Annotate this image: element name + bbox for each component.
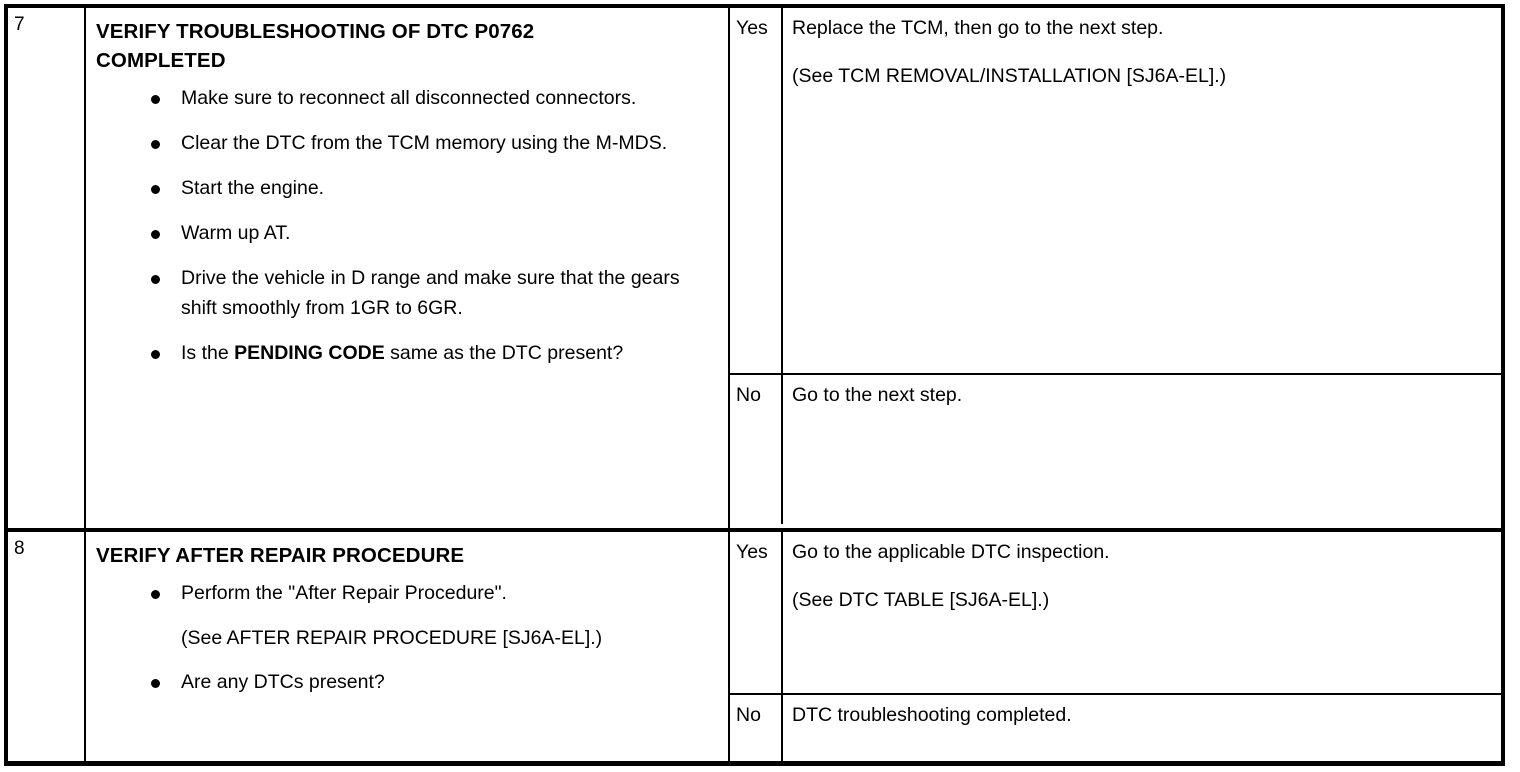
- step-action-cell: VERIFY AFTER REPAIR PROCEDURE Perform th…: [86, 532, 730, 762]
- answer-action: DTC troubleshooting completed.: [783, 695, 1501, 762]
- bullet-text: Make sure to reconnect all disconnected …: [181, 87, 637, 109]
- step-action-cell: VERIFY TROUBLESHOOTING OF DTC P0762 COMP…: [86, 8, 730, 528]
- answer-action-line: Go to the applicable DTC inspection.: [792, 541, 1110, 563]
- list-item: Start the engine.: [96, 173, 718, 203]
- list-item: Make sure to reconnect all disconnected …: [96, 83, 718, 113]
- answer-label: Yes: [730, 532, 783, 693]
- answer-action: Go to the next step.: [783, 375, 1501, 524]
- answer-action: Replace the TCM, then go to the next ste…: [783, 8, 1501, 373]
- troubleshooting-table: 7 VERIFY TROUBLESHOOTING OF DTC P0762 CO…: [4, 4, 1505, 766]
- step-number-cell: 8: [8, 532, 86, 762]
- step-results-cell: Yes Go to the applicable DTC inspection.…: [730, 532, 1501, 762]
- table-row: 7 VERIFY TROUBLESHOOTING OF DTC P0762 CO…: [8, 8, 1501, 528]
- step-bullet-list: Make sure to reconnect all disconnected …: [96, 83, 718, 368]
- result-row-yes: Yes Replace the TCM, then go to the next…: [730, 8, 1501, 373]
- list-item: Is the PENDING CODE same as the DTC pres…: [96, 338, 718, 368]
- list-item: Are any DTCs present?: [96, 667, 718, 697]
- bullet-text: Drive the vehicle in D range and make su…: [181, 267, 680, 319]
- answer-action: Go to the applicable DTC inspection. (Se…: [783, 532, 1501, 693]
- step-bullet-list: Perform the "After Repair Procedure".: [96, 578, 718, 608]
- reference-note: (See AFTER REPAIR PROCEDURE [SJ6A-EL].): [181, 627, 603, 649]
- bullet-text-emphasis: PENDING CODE: [234, 342, 385, 364]
- answer-action-line: Go to the next step.: [792, 384, 963, 406]
- bullet-text-before: Is the: [181, 342, 235, 364]
- step-bullet-list-continued: Are any DTCs present?: [96, 667, 718, 697]
- step-title: VERIFY AFTER REPAIR PROCEDURE: [96, 544, 465, 567]
- list-item: Warm up AT.: [96, 218, 718, 248]
- answer-action-reference: (See TCM REMOVAL/INSTALLATION [SJ6A-EL].…: [792, 65, 1227, 87]
- step-number-cell: 7: [8, 8, 86, 528]
- bullet-text: Perform the "After Repair Procedure".: [181, 582, 507, 604]
- answer-label: No: [730, 375, 783, 524]
- step-number: 8: [14, 538, 25, 559]
- list-item: Drive the vehicle in D range and make su…: [96, 263, 718, 323]
- answer-action-line: DTC troubleshooting completed.: [792, 704, 1072, 726]
- table-row: 8 VERIFY AFTER REPAIR PROCEDURE Perform …: [8, 528, 1501, 762]
- result-row-yes: Yes Go to the applicable DTC inspection.…: [730, 532, 1501, 693]
- result-row-no: No Go to the next step.: [730, 373, 1501, 524]
- answer-action-line: Replace the TCM, then go to the next ste…: [792, 17, 1164, 39]
- list-item: Clear the DTC from the TCM memory using …: [96, 128, 718, 158]
- step-number: 7: [14, 14, 25, 35]
- step-title: VERIFY TROUBLESHOOTING OF DTC P0762 COMP…: [96, 20, 535, 72]
- bullet-text: Start the engine.: [181, 177, 325, 199]
- bullet-text: Clear the DTC from the TCM memory using …: [181, 132, 668, 154]
- answer-action-reference: (See DTC TABLE [SJ6A-EL].): [792, 589, 1050, 611]
- answer-label: No: [730, 695, 783, 762]
- answer-label: Yes: [730, 8, 783, 373]
- result-row-no: No DTC troubleshooting completed.: [730, 693, 1501, 762]
- list-item: Perform the "After Repair Procedure".: [96, 578, 718, 608]
- bullet-text-after: same as the DTC present?: [384, 342, 624, 364]
- step-results-cell: Yes Replace the TCM, then go to the next…: [730, 8, 1501, 528]
- bullet-text: Are any DTCs present?: [181, 671, 385, 693]
- bullet-text: Warm up AT.: [181, 222, 291, 244]
